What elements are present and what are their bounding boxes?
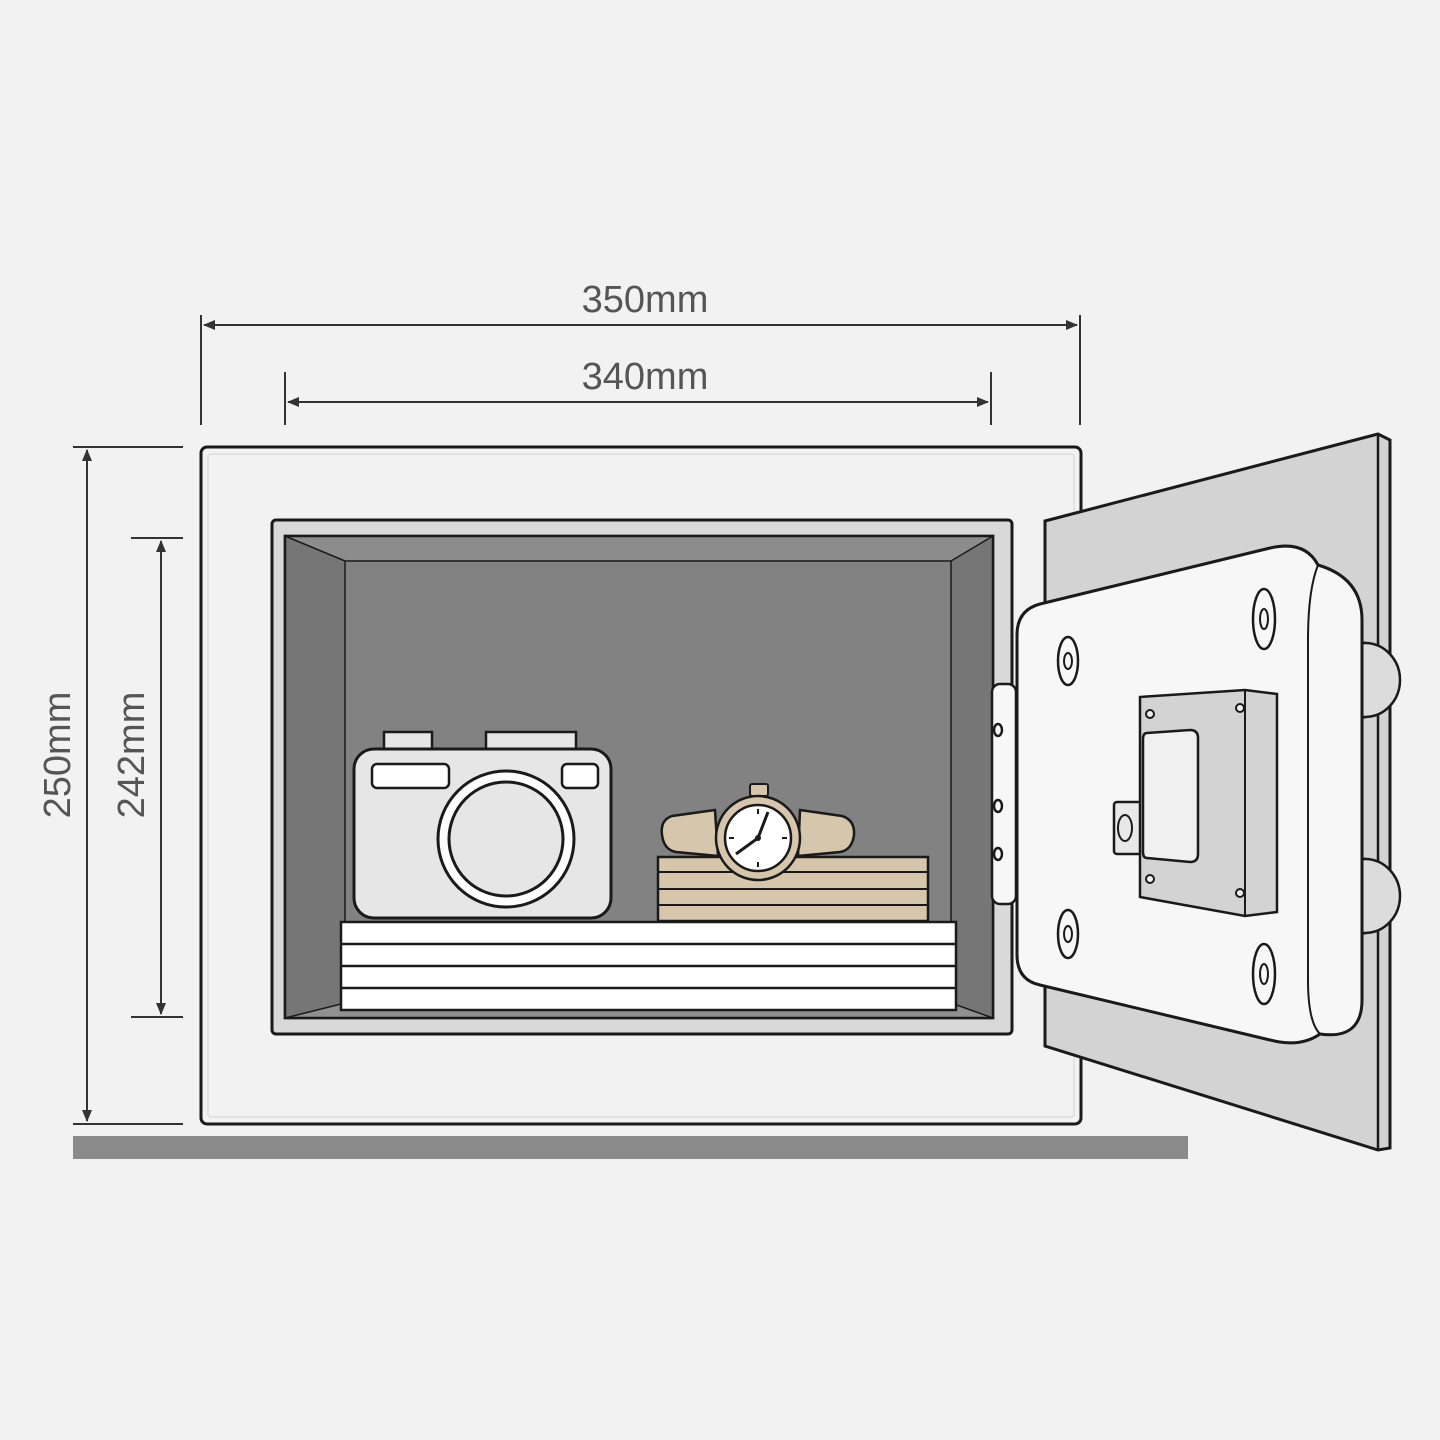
wristwatch-icon [660, 783, 856, 882]
floor-bar [73, 1136, 1188, 1159]
box-stack [656, 855, 930, 923]
inner-width-label: 340mm [582, 356, 709, 398]
door-hinge [990, 682, 1018, 906]
outer-width-dimension: 350mm [200, 279, 1081, 425]
camera-icon [352, 730, 613, 920]
outer-height-dimension: 250mm [37, 446, 183, 1125]
document-stack-icon [339, 920, 958, 1012]
keypad-lock-icon [1112, 688, 1279, 918]
safe-door [990, 432, 1402, 1152]
inner-height-dimension: 242mm [111, 537, 183, 1018]
outer-width-label: 350mm [582, 279, 709, 321]
door-screws [1056, 587, 1277, 1006]
outer-height-label: 250mm [37, 692, 79, 819]
inner-width-dimension: 340mm [284, 356, 992, 425]
safe-body [199, 445, 1083, 1126]
inner-height-label: 242mm [111, 692, 153, 819]
